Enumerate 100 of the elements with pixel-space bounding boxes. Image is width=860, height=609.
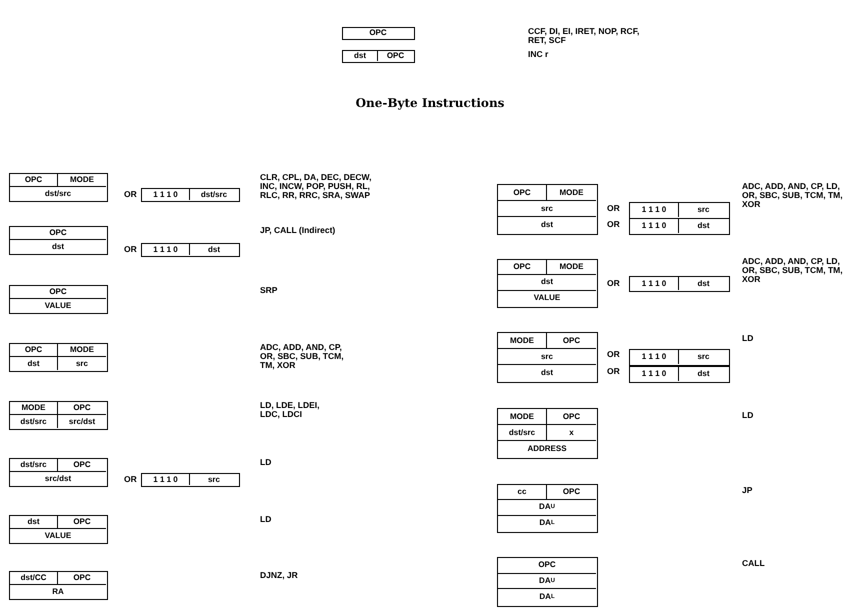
instruction-format-box [9,226,108,255]
format-field: dst [343,51,378,61]
format-field: OPC [10,286,106,299]
format-field: OPC [547,409,596,425]
instruction-format-box [141,473,240,487]
mnemonic-list: CCF, DI, EI, IRET, NOP, RCF, RET, SCF [528,27,646,45]
instruction-format-box [629,349,730,366]
mnemonic-list: CALL [742,559,822,568]
format-field: 1 1 1 0 [630,203,679,217]
format-field: 1 1 1 0 [630,367,679,381]
mnemonic-list: LD [260,515,340,524]
mnemonic-list: JP, CALL (Indirect) [260,226,410,235]
instruction-format-box [629,202,730,219]
format-field: OPC [547,333,596,349]
mnemonic-list: LD [742,411,822,420]
mnemonic-list: JP [742,486,822,495]
format-field: dst/src [10,187,106,200]
mnemonic-list: ADC, ADD, AND, CP, OR, SBC, SUB, TCM, TM, XOR [260,343,350,370]
or-label: OR [607,279,621,288]
format-field: OPC [498,185,547,201]
format-field: dst [498,217,596,233]
or-label: OR [124,190,138,199]
instruction-format-box [497,184,598,235]
format-field: ADDRESS [498,441,596,457]
format-field: MODE [58,344,106,357]
format-field: OPC [58,402,106,415]
format-field: OPC [58,572,106,585]
mnemonic-list: LD [742,334,822,343]
format-field: dst [190,244,238,255]
instruction-format-box [629,366,730,383]
format-field: src/dst [58,415,106,428]
format-field: MODE [498,333,547,349]
format-field: 1 1 1 0 [630,277,679,290]
or-label: OR [607,220,621,229]
mnemonic-list: LD, LDE, LDEI, LDC, LDCI [260,401,332,419]
mnemonic-list: SRP [260,286,360,295]
format-field: OPC [58,459,106,472]
instruction-format-box [9,343,108,372]
format-field: OPC [547,485,596,500]
or-label: OR [607,367,621,376]
format-field: VALUE [10,299,106,312]
or-label: OR [124,475,138,484]
format-field: 1 1 1 0 [142,244,190,255]
instruction-format-box [141,188,240,202]
format-field: dst [10,240,106,253]
instruction-format-box [9,458,108,487]
mnemonic-list: LD [260,458,340,467]
or-label: OR [607,350,621,359]
format-field: MODE [547,185,596,201]
format-field: OPC [498,558,596,574]
format-field: 1 1 1 0 [630,350,679,364]
instruction-format-box [497,557,598,607]
format-field: RA [10,585,106,598]
format-field: VALUE [10,529,106,542]
instruction-format-box [342,50,415,63]
format-field: src/dst [10,472,106,485]
format-field: dst/src [10,459,58,472]
format-field: dst [679,219,728,233]
mnemonic-list: INC r [528,50,628,59]
format-field: src [679,203,728,217]
format-field: dst [10,357,58,370]
format-field: MODE [58,174,106,187]
instruction-format-box [497,259,598,308]
mnemonic-list: DJNZ, JR [260,571,360,580]
format-field: 1 1 1 0 [630,219,679,233]
format-field: dst [679,277,728,290]
format-field: OPC [10,174,58,187]
format-field: 1 1 1 0 [142,474,190,485]
or-label: OR [124,245,138,254]
format-field: src [58,357,106,370]
format-field: OPC [498,260,547,276]
format-field: dst [679,367,728,381]
format-field: dst [498,275,596,291]
or-label: OR [607,204,621,213]
format-field: dst [10,516,58,529]
instruction-format-box [9,515,108,544]
instruction-format-box [629,218,730,235]
format-field: src [190,474,238,485]
mnemonic-list: ADC, ADD, AND, CP, LD, OR, SBC, SUB, TCM, TM, XOR [742,182,852,209]
format-field: MODE [10,402,58,415]
instruction-format-box [497,332,598,383]
format-field: OPC [10,227,106,240]
format-field: src [679,350,728,364]
format-field: x [547,425,596,441]
instruction-format-box [141,243,240,257]
instruction-format-box [629,276,730,292]
format-field: 1 1 1 0 [142,189,190,200]
format-field: MODE [547,260,596,276]
format-field: VALUE [498,290,596,306]
format-field: dst/src [190,189,238,200]
format-field: MODE [498,409,547,425]
format-field: src [498,201,596,217]
format-field: OPC [343,28,413,38]
instruction-format-box [497,484,598,533]
instruction-format-box [9,173,108,202]
mnemonic-list: ADC, ADD, AND, CP, LD, OR, SBC, SUB, TCM, TM, XOR [742,257,852,284]
format-field: dst/src [10,415,58,428]
mnemonic-list: CLR, CPL, DA, DEC, DECW, INC, INCW, POP, PUSH, RL, RLC, RR, RRC, SRA, SWAP [260,173,372,200]
format-field: cc [498,485,547,500]
section-caption: One-Byte Instructions [354,96,506,110]
